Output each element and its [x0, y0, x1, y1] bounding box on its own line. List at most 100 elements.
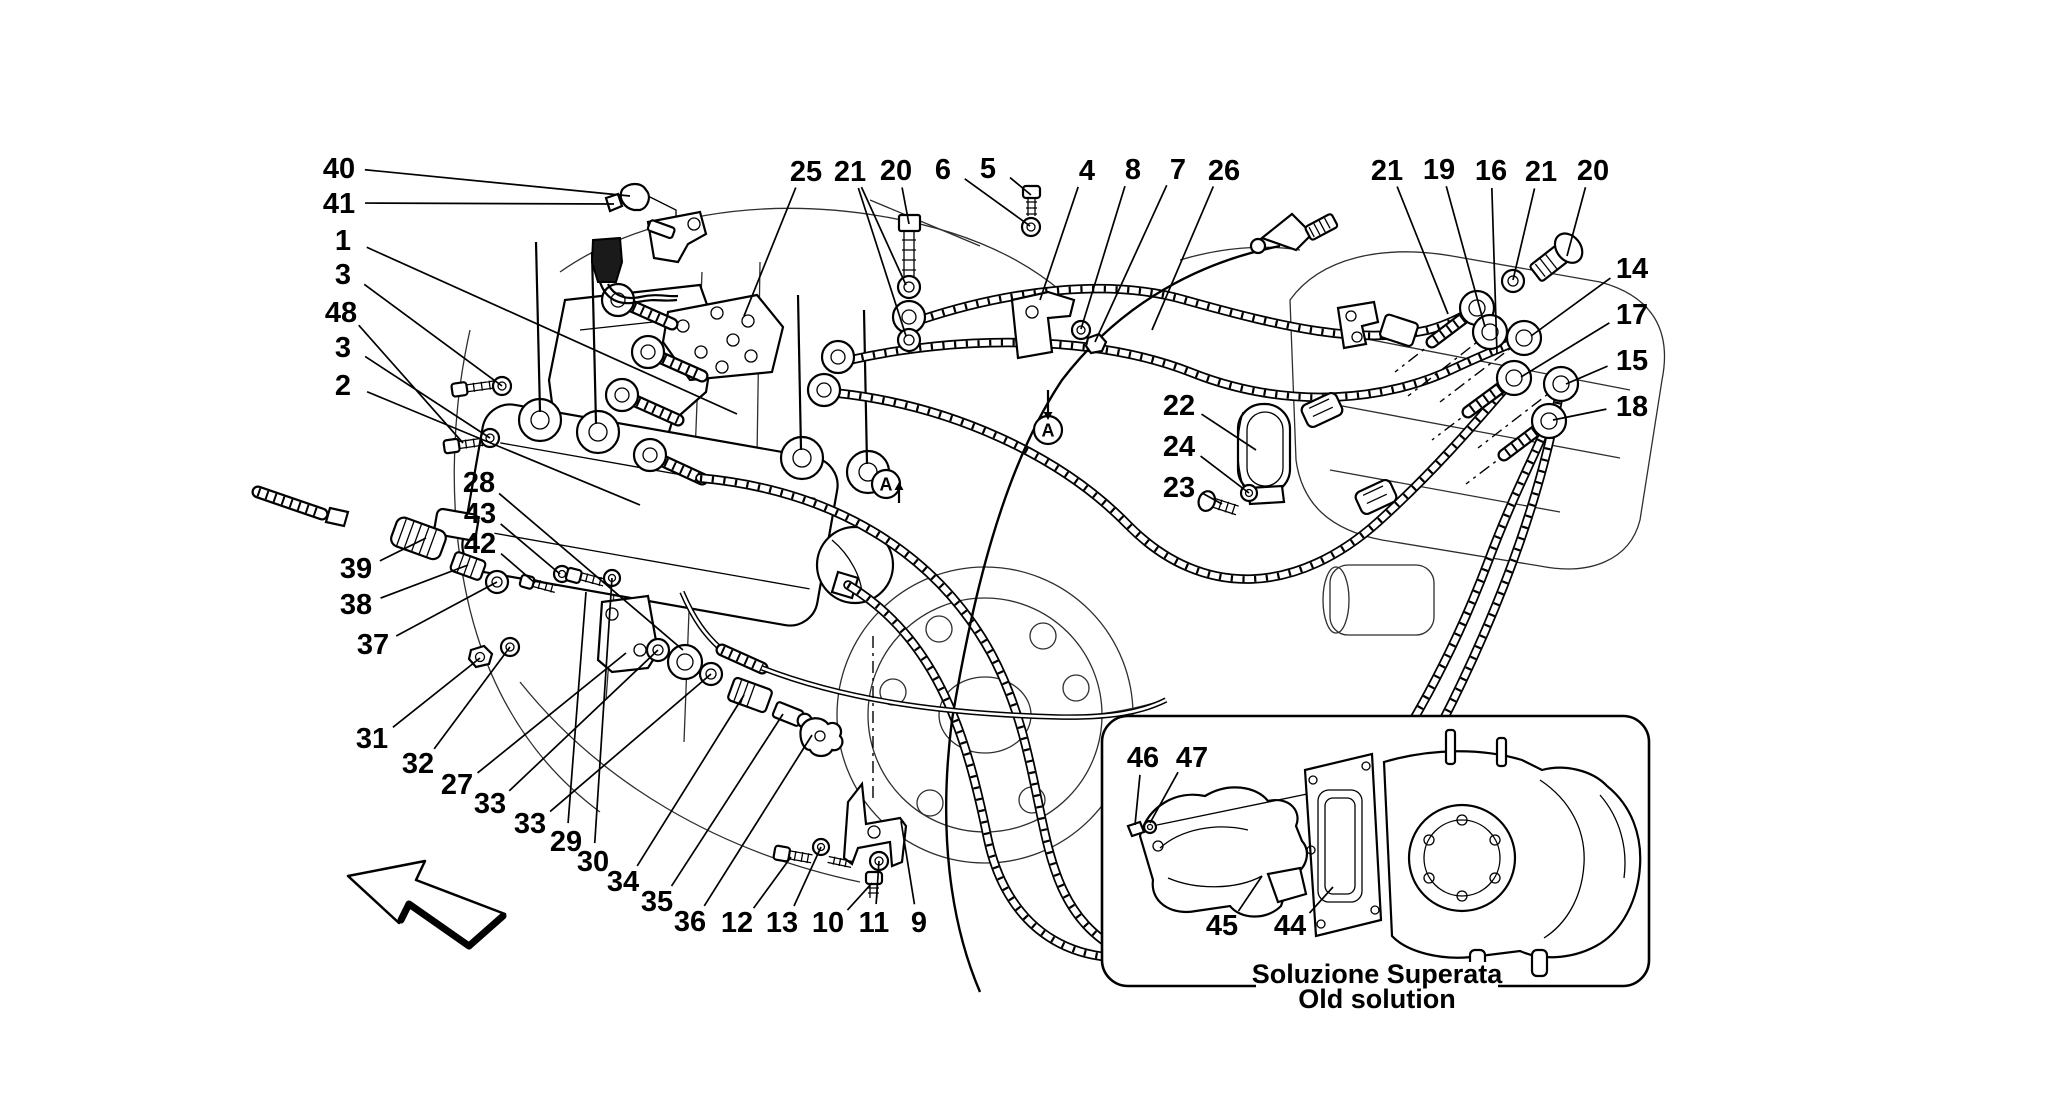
part-number: 23 — [1163, 472, 1195, 504]
callout-25-28: 25 — [743, 156, 822, 317]
part-number: 33 — [514, 808, 546, 840]
callout-16-42: 16 — [1475, 155, 1507, 355]
part-number: 36 — [674, 906, 706, 938]
part-number: 37 — [357, 629, 389, 661]
part-number: 15 — [1616, 345, 1648, 377]
clutch-pipe — [596, 590, 1168, 758]
callout-37-12: 37 — [357, 581, 498, 661]
part-number: 11 — [859, 907, 890, 939]
part-number: 3 — [335, 332, 351, 364]
part-number: 24 — [1163, 431, 1195, 463]
callout-47-50: 47 — [1149, 742, 1208, 824]
part-number: 28 — [463, 467, 495, 499]
part-number: 2 — [335, 370, 351, 402]
part-number: 14 — [1616, 253, 1648, 285]
bracket-hardware — [772, 636, 908, 898]
inset-old-solution: Soluzione Superata Old solution — [1100, 714, 1651, 1014]
callout-32-14: 32 — [402, 646, 511, 780]
part-number: 22 — [1163, 390, 1195, 422]
part-number: 18 — [1616, 391, 1648, 423]
inset-caption-line1: Soluzione Superata — [1252, 959, 1504, 989]
part-number: 39 — [340, 553, 372, 585]
callout-36-22: 36 — [674, 734, 813, 938]
callout-1-2: 1 — [335, 225, 738, 415]
callout-27-15: 27 — [441, 652, 627, 801]
callout-5-32: 5 — [980, 153, 1032, 196]
background-castings — [453, 199, 1666, 883]
bleed-cable — [944, 212, 1339, 993]
callout-45-51: 45 — [1206, 875, 1263, 942]
part-number: 17 — [1616, 299, 1648, 331]
part-number: 10 — [812, 907, 844, 939]
part-number: 21 — [1525, 156, 1557, 188]
part-number: 9 — [911, 907, 927, 939]
left-hardware — [251, 375, 622, 669]
callout-18-48: 18 — [1552, 391, 1648, 423]
part-number: 31 — [356, 723, 388, 755]
callout-10-25: 10 — [812, 882, 873, 939]
part-number: 19 — [1423, 154, 1455, 186]
detail-marker-layer: AA — [870, 390, 1064, 503]
callout-6-31: 6 — [935, 154, 1031, 227]
part-number: 45 — [1206, 910, 1238, 942]
part-number: 27 — [441, 769, 473, 801]
part-number: 20 — [880, 155, 912, 187]
callout-8-34: 8 — [1080, 154, 1141, 330]
part-number: 43 — [464, 498, 496, 530]
part-number: 5 — [980, 153, 996, 185]
callout-35-21: 35 — [641, 713, 784, 918]
part-number: 16 — [1475, 155, 1507, 187]
part-number: 1 — [335, 225, 351, 257]
callout-33-17: 33 — [514, 673, 712, 840]
callout-48-4: 48 — [325, 297, 464, 444]
callout-31-13: 31 — [356, 657, 481, 755]
callout-33-16: 33 — [474, 649, 659, 820]
svg-text:A: A — [1042, 421, 1055, 441]
callout-2-6: 2 — [335, 370, 641, 506]
callout-17-46: 17 — [1520, 299, 1648, 378]
callout-34-20: 34 — [607, 694, 745, 898]
callout-46-49: 46 — [1127, 742, 1159, 826]
part-number: 20 — [1577, 155, 1609, 187]
callout-layer: 4041134832284342393837313227333329303435… — [323, 153, 1648, 942]
callout-15-47: 15 — [1565, 345, 1648, 385]
callout-38-11: 38 — [340, 564, 469, 621]
callout-11-26: 11 — [859, 860, 890, 939]
part-number: 25 — [790, 156, 822, 188]
callout-3-3: 3 — [335, 259, 503, 387]
callout-29-18: 29 — [550, 591, 587, 858]
callout-44-52: 44 — [1274, 886, 1334, 942]
callout-7-35: 7 — [1094, 154, 1186, 343]
callout-19-41: 19 — [1423, 154, 1486, 328]
part-number: 38 — [340, 589, 372, 621]
callout-42-9: 42 — [464, 528, 536, 584]
callout-20-30: 20 — [880, 155, 912, 225]
callout-26-36: 26 — [1151, 155, 1240, 331]
callout-3-5: 3 — [335, 332, 491, 439]
part-number: 35 — [641, 886, 673, 918]
top-hardware — [590, 182, 1108, 408]
callout-20-44: 20 — [1566, 155, 1609, 257]
callout-41-1: 41 — [323, 188, 615, 220]
part-number: 44 — [1274, 910, 1306, 942]
grommet-hardware — [1197, 402, 1292, 516]
callout-30-19: 30 — [577, 577, 613, 878]
callout-28-7: 28 — [463, 467, 684, 651]
svg-text:A: A — [880, 475, 893, 495]
part-number: 7 — [1170, 154, 1186, 186]
part-number: 41 — [323, 188, 355, 220]
part-number: 29 — [550, 826, 582, 858]
callout-21-40: 21 — [1371, 155, 1449, 315]
detail-marker-1: A — [870, 468, 904, 503]
part-number: 6 — [935, 154, 951, 186]
part-number: 8 — [1125, 154, 1141, 186]
callout-40-0: 40 — [323, 153, 631, 197]
part-number: 26 — [1208, 155, 1240, 187]
callout-23-39: 23 — [1163, 472, 1223, 505]
part-number: 21 — [834, 156, 866, 188]
callout-43-8: 43 — [464, 498, 561, 575]
callout-21-29: 21 — [834, 156, 907, 337]
inset-caption-line2: Old solution — [1298, 984, 1455, 1014]
